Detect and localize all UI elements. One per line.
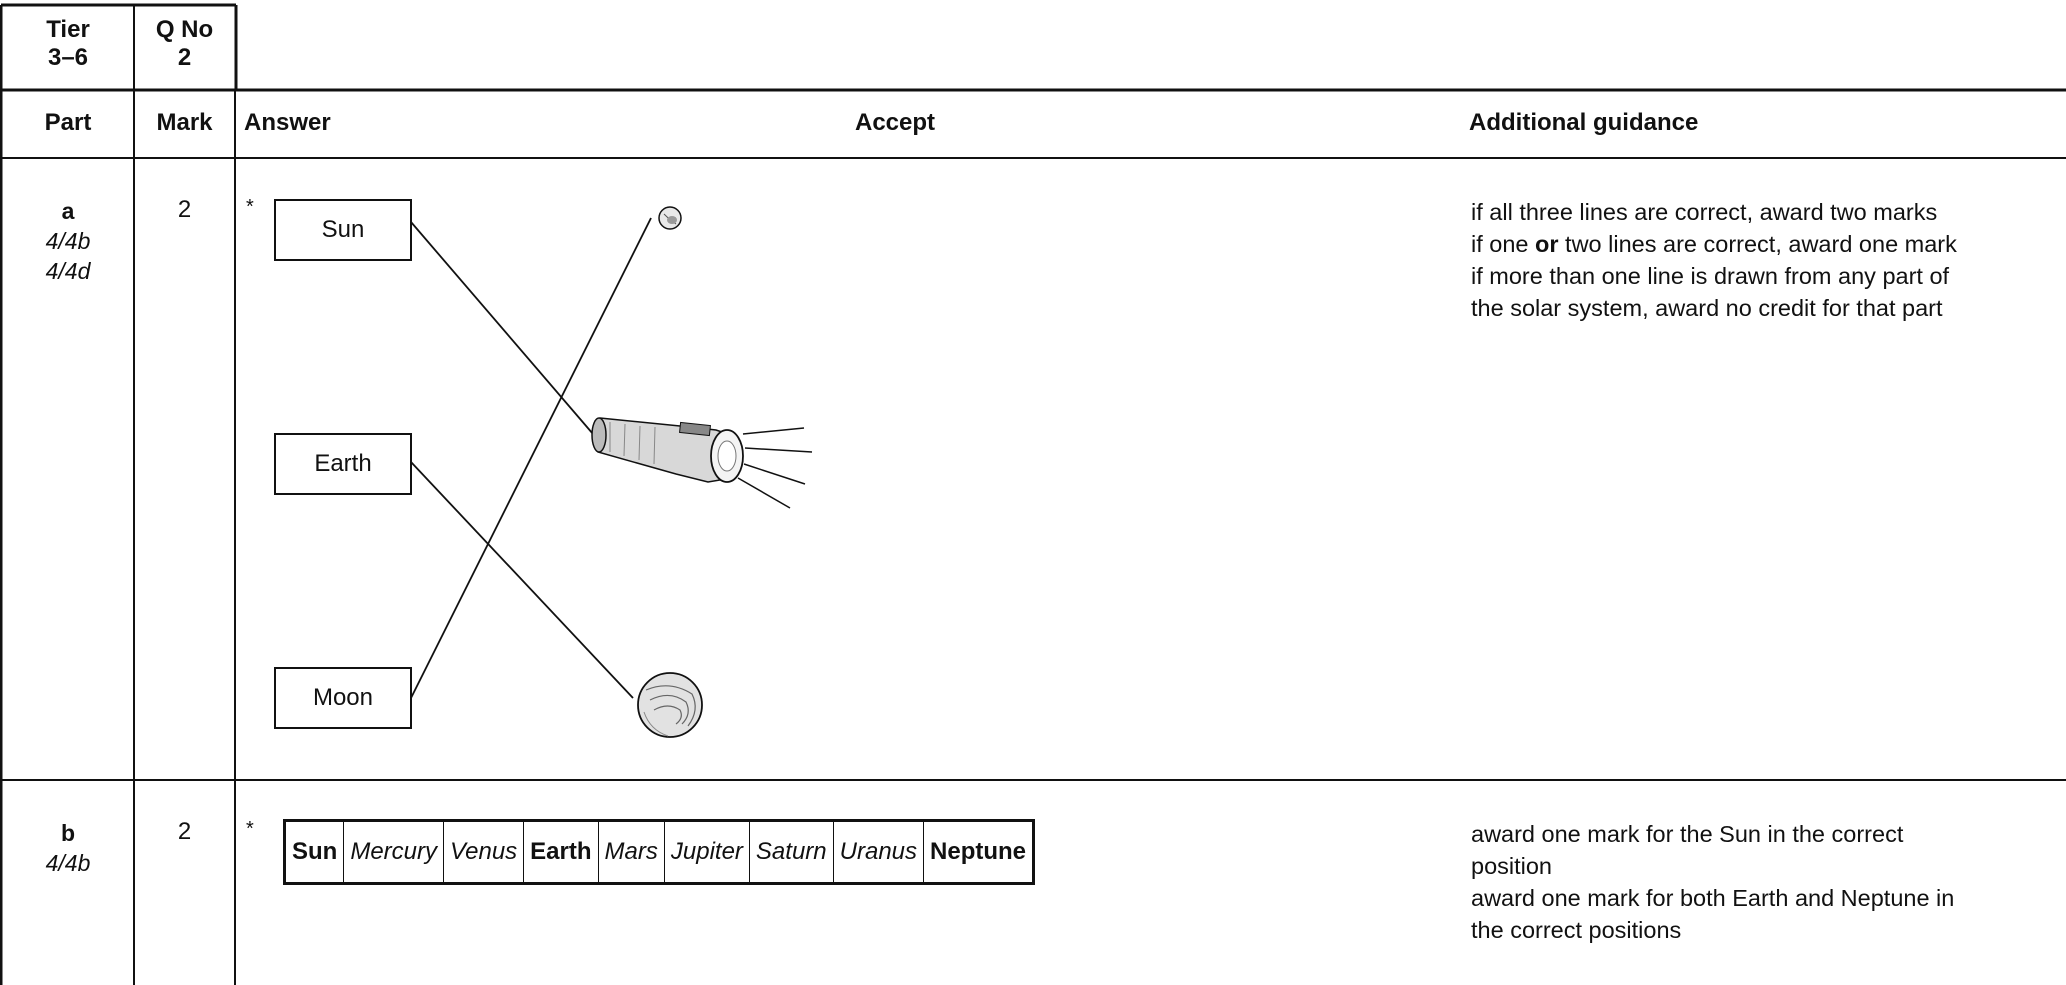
moon-box-label: Moon [312,684,374,711]
part-a-ref: 4/4d [45,258,91,284]
part-b-asterisk: * [246,818,254,840]
tier-header: Tier 3–6 [2,16,134,72]
part-b-ref: 4/4b [45,850,91,876]
col-guidance-header: Additional guidance [1469,109,1699,136]
torch-icon [591,417,813,509]
part-b-cell: b 4/4b [2,818,134,878]
part-b-guidance: award one mark for the Sun in the correc… [1471,818,1954,946]
guidance-line: if one or two lines are correct, award o… [1471,231,1957,257]
part-a-guidance: if all three lines are correct, award tw… [1471,196,1957,324]
guidance-line: if more than one line is drawn from any … [1471,263,1950,289]
guidance-line: the solar system, award no credit for th… [1471,295,1943,321]
part-a-mark: 2 [177,196,192,223]
part-a-letter: a [61,198,75,224]
part-b-mark: 2 [177,818,192,845]
planet-cell-sun: Sun [283,820,345,884]
col-accept-header: Accept [855,109,936,136]
planet-cell-jupiter: Jupiter [663,820,750,884]
tier-value: 3–6 [47,44,89,71]
guidance-line: award one mark for both Earth and Neptun… [1471,885,1955,911]
sun-box-label: Sun [321,216,365,243]
planet-cell-saturn: Saturn [748,820,834,884]
earth-to-ball-line [410,461,634,699]
ball-icon [637,672,703,738]
qno-header: Q No 2 [134,16,235,72]
guidance-line: if all three lines are correct, award tw… [1471,199,1938,225]
planet-order-table: Sun Mercury Venus Earth Mars Jupiter Sat… [283,819,1036,885]
qno-value: 2 [177,44,192,71]
moon-to-sphere-line [410,217,652,699]
moon-box: Moon [274,667,412,729]
planet-cell-mercury: Mercury [343,820,444,884]
planet-cell-uranus: Uranus [832,820,925,884]
guidance-line: position [1471,853,1552,879]
sun-to-torch-line [410,221,594,435]
small-sphere-icon [658,206,682,230]
sun-box: Sun [274,199,412,261]
earth-box-label: Earth [314,450,372,477]
guidance-line: award one mark for the Sun in the correc… [1471,821,1904,847]
col-part-header: Part [44,109,92,136]
tier-label: Tier [46,16,90,43]
part-a-asterisk: * [246,196,254,218]
qno-label: Q No [155,16,214,43]
part-a-ref: 4/4b [45,228,91,254]
earth-box: Earth [274,433,412,495]
planet-cell-venus: Venus [442,820,525,884]
planet-cell-mars: Mars [597,820,665,884]
matching-diagram [410,206,813,738]
planet-row: Sun Mercury Venus Earth Mars Jupiter Sat… [283,820,1035,884]
part-a-cell: a 4/4b 4/4d [2,196,134,286]
planet-cell-earth: Earth [523,820,599,884]
guidance-line: the correct positions [1471,917,1682,943]
col-answer-header: Answer [244,109,331,136]
planet-cell-neptune: Neptune [923,820,1035,884]
col-mark-header: Mark [156,109,213,136]
part-b-letter: b [60,820,76,846]
